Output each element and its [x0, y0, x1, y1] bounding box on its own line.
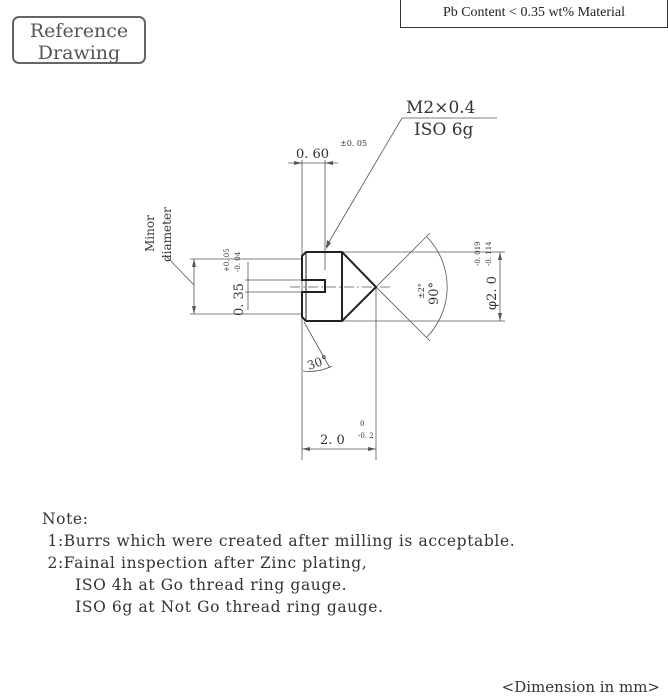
diameter-tol-upper: -0. 019: [474, 241, 482, 266]
length-tol-lower: -0. 2: [358, 432, 374, 440]
stamp-line-2: Drawing: [37, 42, 121, 64]
thread-tolerance: ISO 6g: [414, 120, 474, 140]
notes-title: Note:: [42, 510, 89, 528]
units-note: <Dimension in mm>: [501, 678, 660, 696]
minor-label-2: diameter: [160, 207, 174, 262]
screw-profile: [301, 251, 378, 322]
slot-depth: 0. 35: [232, 283, 247, 316]
note-item: ISO 4h at Go thread ring gauge.: [42, 576, 348, 594]
diameter-tol-lower: -0. 114: [485, 241, 493, 266]
minor-label-1: Minor: [143, 215, 157, 252]
length: 2. 0: [320, 433, 345, 448]
cone-angle: 90°: [427, 282, 442, 305]
slot-depth-tol-upper: +0. 05: [223, 248, 231, 272]
diameter: φ2. 0: [485, 276, 500, 310]
arrowheads: [192, 161, 502, 451]
note-item: 1:Burrs which were created after milling…: [42, 532, 516, 550]
slot-width: 0. 60: [296, 147, 329, 162]
note-item: 2:Fainal inspection after Zinc plating,: [42, 554, 368, 572]
reference-drawing-stamp: Reference Drawing: [12, 16, 146, 64]
cone-angle-tol: ±2°: [417, 283, 426, 299]
chamfer-angle: 30°: [305, 352, 330, 372]
notes: Note: 1:Burrs which were created after m…: [42, 508, 515, 618]
dimension-lines: [164, 117, 505, 460]
slot-depth-tol-lower: -0. 04: [234, 251, 242, 272]
stamp-line-1: Reference: [29, 20, 129, 42]
thread-spec: M2×0.4: [406, 98, 476, 118]
length-tol-upper: 0: [360, 420, 364, 428]
slot-width-tol: ±0. 05: [340, 139, 367, 148]
note-item: ISO 6g at Not Go thread ring gauge.: [42, 598, 384, 616]
